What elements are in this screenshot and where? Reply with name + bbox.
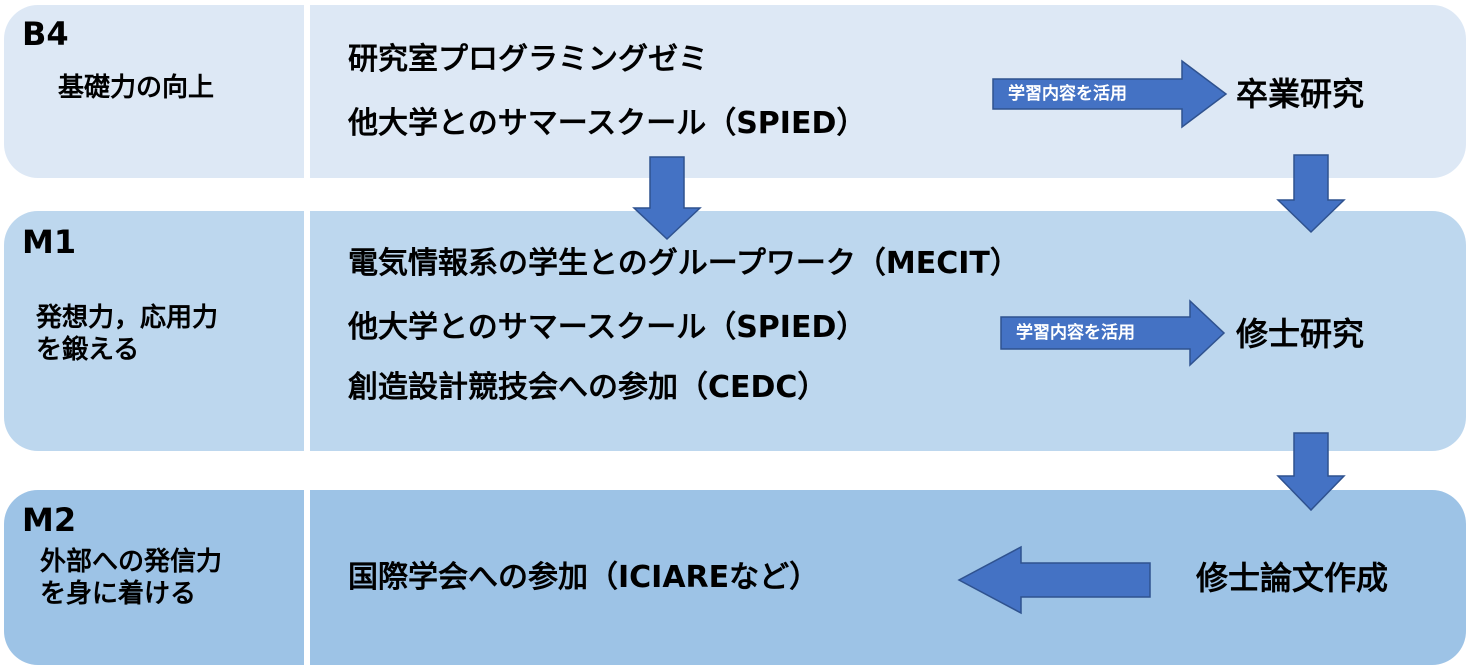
activity-m1-1: 電気情報系の学生とのグループワーク（MECIT） (348, 246, 1020, 281)
goal-m1: 発想力，応用力 を鍛える (36, 303, 219, 365)
goal-m2: 外部への発信力 を身に着ける (40, 547, 223, 609)
goal-b4: 基礎力の向上 (58, 73, 215, 103)
apply-arrow-label: 学習内容を活用 (1016, 323, 1135, 343)
apply-arrow-label: 学習内容を活用 (1008, 84, 1127, 104)
activity-m2-1: 国際学会への参加（ICIAREなど） (348, 560, 820, 595)
activity-m1-2: 他大学とのサマースクール（SPIED） (348, 310, 867, 345)
grade-b4: B4 (22, 15, 69, 53)
grade-m2: M2 (22, 501, 77, 539)
destination-m1: 修士研究 (1236, 315, 1365, 353)
down-arrow-icon (1276, 432, 1346, 512)
column-divider (304, 490, 310, 665)
destination-b4: 卒業研究 (1236, 75, 1365, 113)
destination-m2: 修士論文作成 (1196, 559, 1389, 597)
right-arrow-icon (1000, 299, 1226, 367)
grade-m1: M1 (22, 223, 77, 261)
left-arrow-icon (957, 545, 1151, 615)
down-arrow-icon (1276, 154, 1346, 234)
column-divider (304, 211, 310, 451)
down-arrow-icon (632, 156, 702, 241)
activity-m1-3: 創造設計競技会への参加（CEDC） (348, 370, 828, 405)
right-arrow-icon (992, 59, 1228, 129)
activity-b4-1: 研究室プログラミングゼミ (348, 42, 708, 77)
activity-b4-2: 他大学とのサマースクール（SPIED） (348, 106, 867, 141)
row-m2 (4, 490, 1466, 665)
column-divider (304, 5, 310, 178)
